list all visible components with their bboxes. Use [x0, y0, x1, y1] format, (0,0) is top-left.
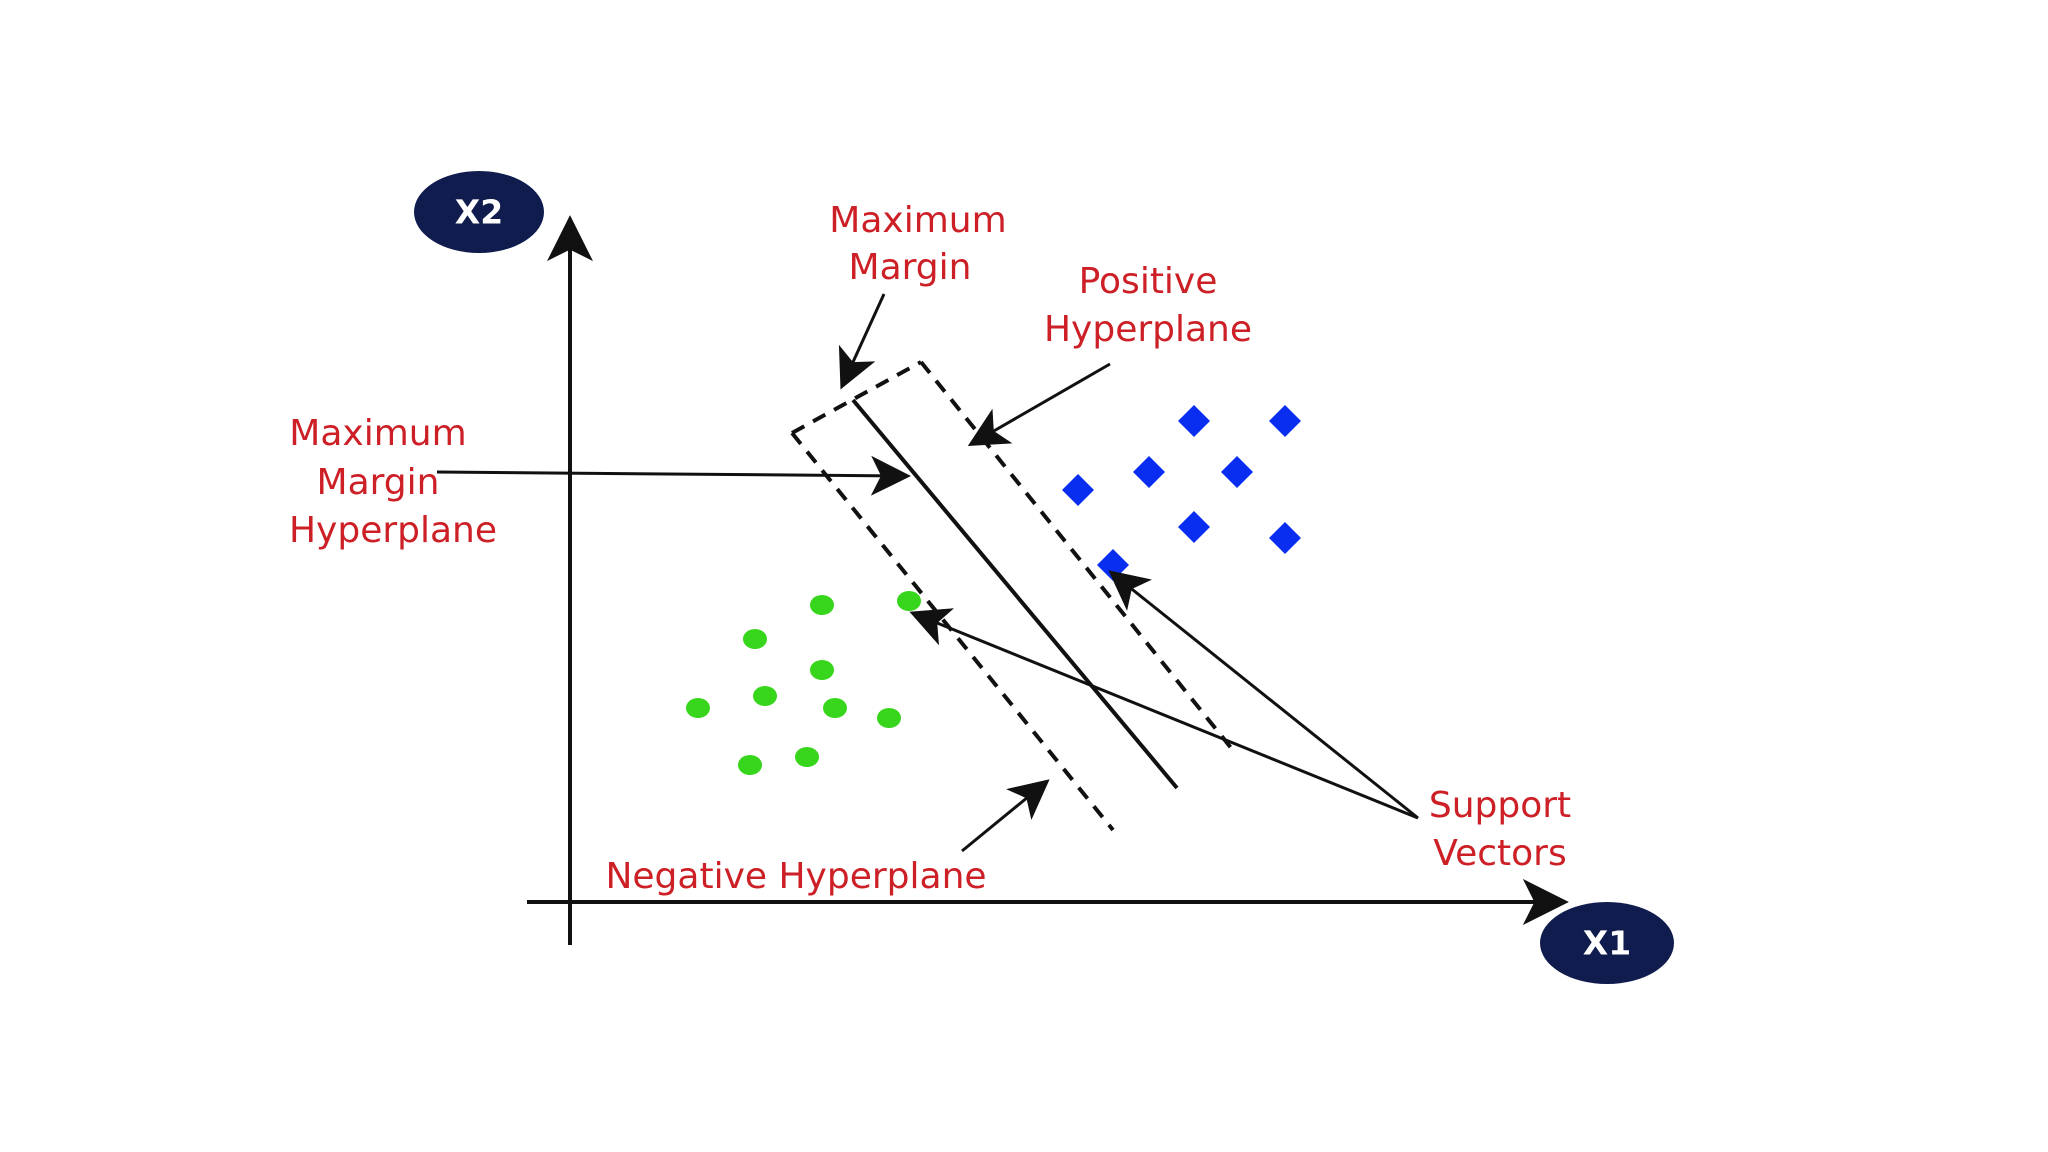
y-axis-badge: X2: [414, 171, 544, 253]
maximum-margin-arrow: [838, 293, 886, 390]
negative-class-point: [877, 708, 901, 728]
positive-class-point: [1178, 405, 1210, 437]
x-axis-label: X1: [1583, 924, 1631, 963]
label-positive-hyperplane: Positive Hyperplane: [1044, 261, 1252, 350]
label-maximum-margin: Maximum Margin: [829, 200, 1006, 288]
maximum-margin-hyperplane-line-2: Margin: [317, 462, 440, 503]
maximum-margin-hyperplane-arrow: [436, 455, 911, 496]
x-axis-badge: X1: [1540, 902, 1674, 984]
negative-class-point: [810, 660, 834, 680]
annotation-arrows: [436, 293, 1419, 853]
maximum-margin-line-1: Maximum: [829, 200, 1006, 241]
positive-hyperplane-arrow: [967, 362, 1111, 446]
axes: [527, 215, 1569, 945]
negative-class-point: [810, 595, 834, 615]
support-vector-arrow-positive: [1108, 570, 1419, 820]
maximum-margin-hyperplane-line-1: Maximum: [289, 413, 466, 454]
positive-class-point: [1269, 522, 1301, 554]
negative-class-point: [795, 747, 819, 767]
negative-hyperplane-line: [790, 431, 1115, 832]
positive-hyperplane-line-1: Positive: [1079, 261, 1218, 302]
positive-class-point: [1178, 511, 1210, 543]
label-support-vectors: Support Vectors: [1429, 785, 1571, 874]
positive-class-point: [1133, 456, 1165, 488]
negative-class-point: [897, 591, 921, 611]
positive-class-point: [1269, 405, 1301, 437]
negative-class-points: [686, 591, 921, 775]
margin-top-edge: [791, 360, 922, 435]
negative-class-point: [823, 698, 847, 718]
label-negative-hyperplane: Negative Hyperplane: [605, 856, 986, 897]
negative-class-point: [686, 698, 710, 718]
positive-hyperplane-line-2: Hyperplane: [1044, 309, 1252, 350]
support-vector-arrow-negative: [909, 608, 1419, 820]
negative-class-point: [753, 686, 777, 706]
support-vectors-line-1: Support: [1429, 785, 1571, 826]
positive-class-point: [1221, 456, 1253, 488]
margin-region: [790, 360, 1234, 832]
support-vectors-line-2: Vectors: [1433, 833, 1566, 874]
negative-hyperplane-arrow: [961, 779, 1050, 853]
negative-class-point: [738, 755, 762, 775]
positive-class-point: [1097, 549, 1129, 581]
positive-class-points: [1062, 405, 1301, 581]
maximum-margin-line-2: Margin: [849, 247, 972, 288]
y-axis-label: X2: [455, 193, 503, 232]
negative-class-point: [743, 629, 767, 649]
maximum-margin-hyperplane-line-3: Hyperplane: [289, 510, 497, 551]
label-maximum-margin-hyperplane: Maximum Margin Hyperplane: [289, 413, 497, 551]
positive-class-point: [1062, 474, 1094, 506]
